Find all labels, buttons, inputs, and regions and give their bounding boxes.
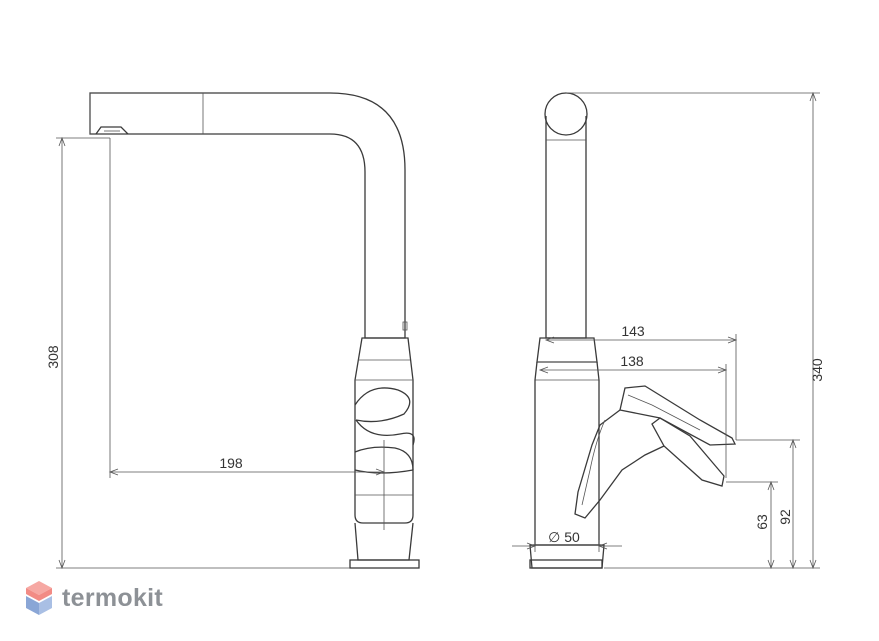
brand-name: termokit — [62, 583, 164, 612]
dim-handle-high: 92 — [777, 509, 793, 525]
brand-logo: termokit — [24, 578, 163, 618]
dim-reach: 198 — [219, 455, 243, 471]
dim-lever-reach-total: 143 — [621, 323, 645, 339]
cube-logo-icon — [26, 581, 52, 615]
dim-handle-low: 63 — [754, 514, 770, 530]
side-view-faucet — [529, 92, 737, 569]
dim-lever-reach: 138 — [620, 353, 644, 369]
dim-base-diameter: ∅ 50 — [548, 529, 580, 545]
side-view-dimensions — [512, 91, 820, 570]
dim-height-spout: 308 — [45, 345, 61, 369]
dim-total-height: 340 — [809, 358, 825, 382]
front-view-dimensions — [56, 136, 386, 570]
front-view-faucet — [89, 92, 420, 569]
